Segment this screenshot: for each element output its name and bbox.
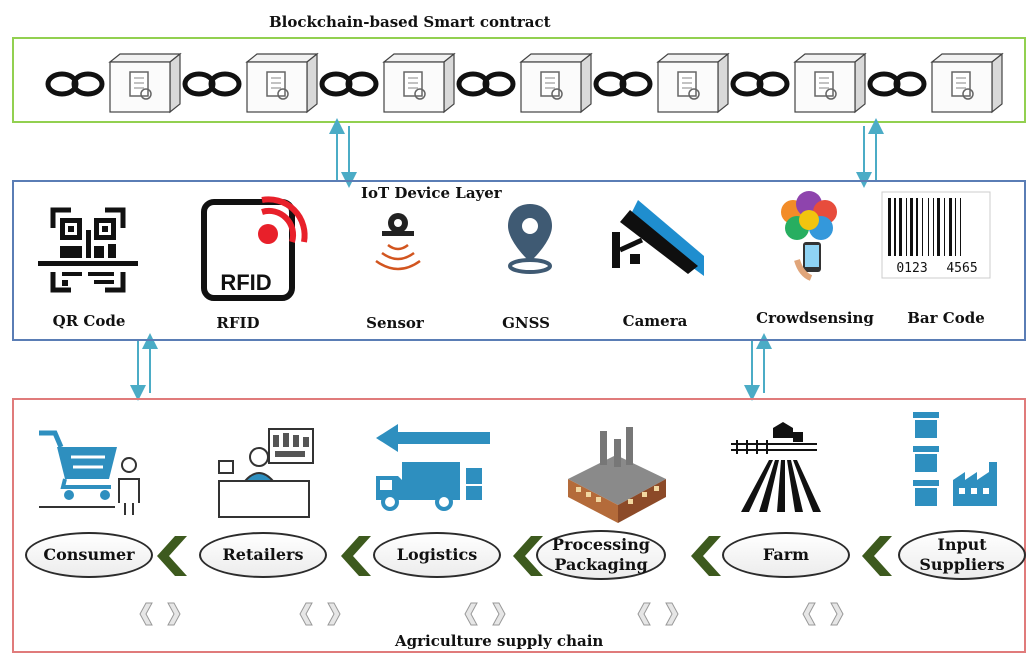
block-icon	[930, 52, 1004, 114]
chain-link-icon	[867, 71, 927, 97]
chevron-left-icon	[802, 602, 816, 626]
sensor-icon	[375, 213, 421, 271]
device-label-bar-code: Bar Code	[907, 309, 985, 327]
stage-farm: Farm	[722, 532, 850, 578]
qr-code-icon	[38, 207, 138, 293]
device-label-rfid: RFID	[216, 314, 260, 332]
flow-chevron-icon	[341, 536, 371, 576]
barcode-text-right: 4565	[946, 261, 977, 276]
stage-label-line1: Processing	[552, 535, 650, 554]
retail-store-icon	[218, 428, 314, 518]
camera-icon	[612, 200, 704, 276]
device-label-crowdsensing: Crowdsensing	[756, 309, 874, 327]
chain-link-icon	[730, 71, 790, 97]
delivery-truck-icon	[376, 424, 490, 511]
chain-link-icon	[319, 71, 379, 97]
stage-label: Logistics	[396, 545, 478, 564]
stage-label-line2: Packaging	[554, 555, 648, 574]
barcode-text-left: 0123	[896, 261, 927, 276]
stage-input-suppliers: Input Suppliers	[898, 530, 1026, 580]
rfid-icon: RFID	[201, 196, 308, 301]
iot-title: IoT Device Layer	[361, 184, 502, 202]
chevron-right-icon	[167, 602, 181, 626]
stage-retailers: Retailers	[199, 532, 327, 578]
stage-label: Retailers	[222, 545, 304, 564]
flow-chevron-icon	[691, 536, 721, 576]
stage-consumer: Consumer	[25, 532, 153, 578]
chain-link-icon	[593, 71, 653, 97]
chevron-left-icon	[637, 602, 651, 626]
supply-chain-title: Agriculture supply chain	[395, 632, 604, 650]
farm-icon	[731, 422, 821, 512]
location-pin-icon	[508, 204, 552, 274]
block-icon	[793, 52, 867, 114]
chevron-right-icon	[327, 602, 341, 626]
chain-link-icon	[45, 71, 105, 97]
device-label-camera: Camera	[622, 312, 688, 330]
input-suppliers-icon	[913, 412, 997, 506]
chevron-right-icon	[492, 602, 506, 626]
stage-label: Consumer	[43, 545, 135, 564]
shopping-cart-icon	[39, 430, 140, 515]
chevron-left-icon	[464, 602, 478, 626]
device-label-qr-code: QR Code	[52, 312, 126, 330]
flow-chevron-icon	[513, 536, 543, 576]
blockchain-title: Blockchain-based Smart contract	[269, 13, 551, 31]
block-icon	[519, 52, 593, 114]
device-label-gnss: GNSS	[502, 314, 550, 332]
supply-chain-panel	[12, 398, 1026, 653]
stage-label-line2: Suppliers	[919, 555, 1005, 574]
iot-panel	[12, 180, 1026, 341]
block-icon	[382, 52, 456, 114]
chain-link-icon	[456, 71, 516, 97]
chevron-right-icon	[665, 602, 679, 626]
crowdsensing-icon	[781, 191, 837, 281]
chevron-left-icon	[299, 602, 313, 626]
block-icon	[108, 52, 182, 114]
chevron-right-icon	[830, 602, 844, 626]
stage-logistics: Logistics	[373, 532, 501, 578]
barcode-icon: 0123 4565	[881, 191, 991, 279]
flow-chevron-icon	[157, 536, 187, 576]
rfid-icon-text: RFID	[220, 270, 271, 295]
block-icon	[656, 52, 730, 114]
chevron-left-icon	[139, 602, 153, 626]
block-icon	[245, 52, 319, 114]
stage-label: Farm	[762, 545, 810, 564]
flow-chevron-icon	[862, 536, 892, 576]
blockchain-panel	[12, 37, 1026, 123]
stage-processing-packaging: Processing Packaging	[536, 530, 666, 580]
stage-label-line1: Input	[937, 535, 987, 554]
factory-icon	[568, 427, 666, 523]
chain-link-icon	[182, 71, 242, 97]
device-label-sensor: Sensor	[366, 314, 424, 332]
